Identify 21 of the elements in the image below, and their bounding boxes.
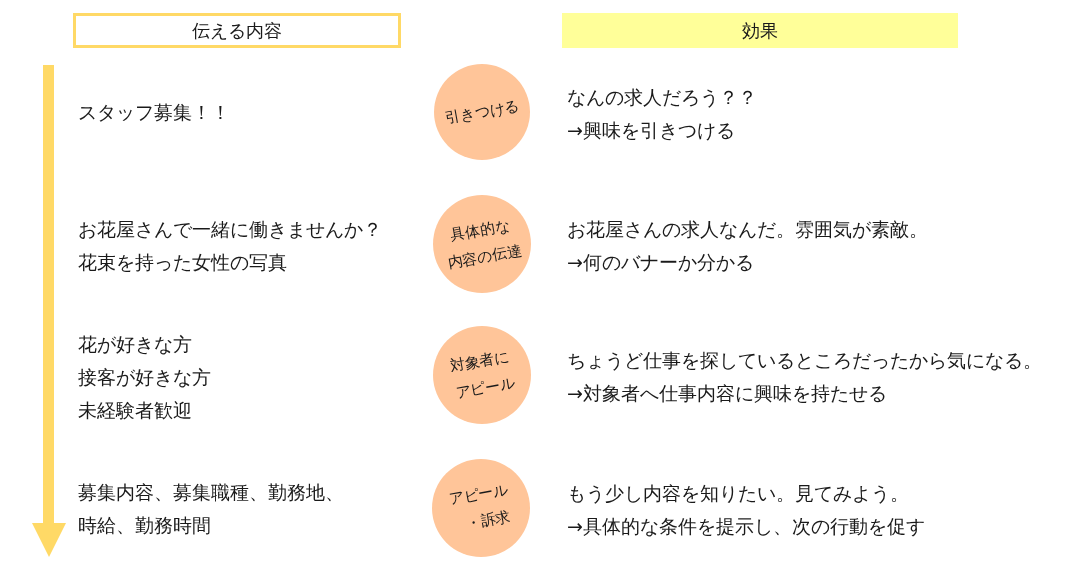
- message-text: 花束を持った女性の写真: [78, 250, 287, 275]
- effect-text: →対象者へ仕事内容に興味を持たせる: [567, 381, 887, 406]
- message-text: 未経験者歓迎: [78, 398, 192, 423]
- reaction-text: ちょうど仕事を探しているところだったから気になる。: [567, 348, 1042, 373]
- effect-text: →興味を引きつける: [567, 118, 735, 143]
- step-circle: 具体的な内容の伝達: [433, 195, 531, 293]
- step-circle: 引きつける: [434, 64, 530, 160]
- message-text: スタッフ募集！！: [78, 100, 230, 125]
- reaction-text: もう少し内容を知りたい。見てみよう。: [567, 481, 909, 506]
- effect-text: →何のバナーか分かる: [567, 250, 754, 275]
- message-text: お花屋さんで一緒に働きませんか？: [78, 217, 382, 242]
- message-text: 接客が好きな方: [78, 365, 211, 390]
- effect-text: →具体的な条件を提示し、次の行動を促す: [567, 514, 925, 539]
- step-circle: アピール・訴求: [432, 459, 530, 557]
- message-text: 花が好きな方: [78, 332, 192, 357]
- step-circle: 対象者にアピール: [433, 326, 531, 424]
- reaction-text: なんの求人だろう？？: [567, 85, 757, 110]
- column-header: 効果: [562, 13, 958, 48]
- reaction-text: お花屋さんの求人なんだ。雰囲気が素敵。: [567, 217, 928, 242]
- column-header: 伝える内容: [73, 13, 401, 48]
- message-text: 募集内容、募集職種、勤務地、時給、勤務時間: [78, 480, 345, 538]
